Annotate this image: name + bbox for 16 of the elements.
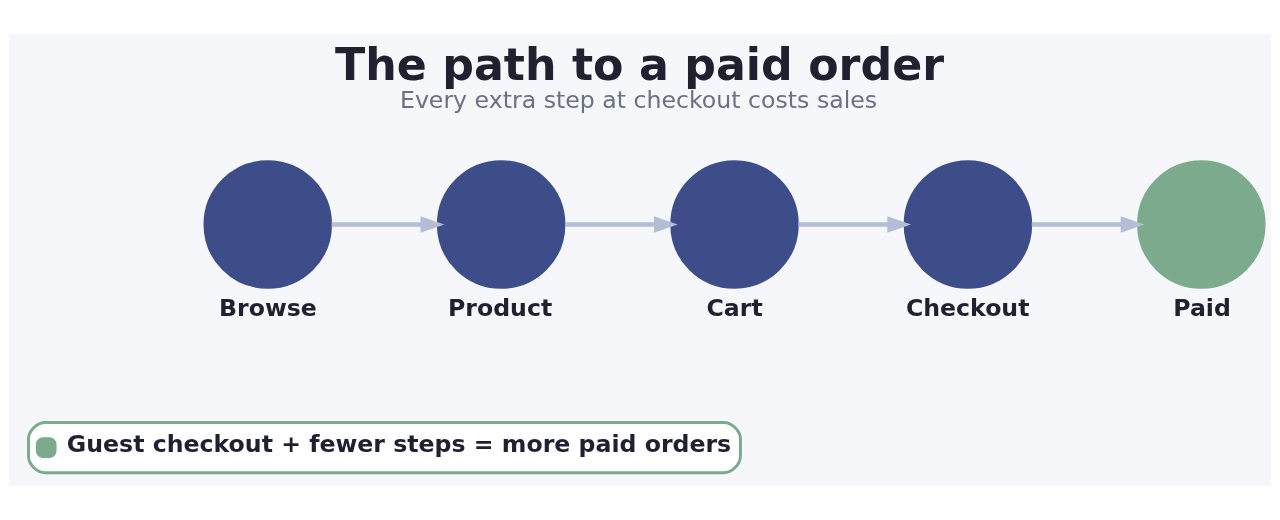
legend-label: Guest checkout + fewer steps = more paid orders — [66, 429, 732, 458]
node-circle — [903, 160, 1033, 289]
arrow — [331, 216, 445, 233]
arrow — [1031, 216, 1145, 233]
node-circle — [203, 160, 332, 289]
node-circle — [670, 160, 799, 289]
node-label: Checkout — [905, 293, 1030, 322]
node-label: Product — [447, 293, 553, 322]
node-label: Cart — [706, 293, 763, 322]
node-circle — [436, 160, 566, 289]
arrow — [798, 216, 912, 233]
node-label: Paid — [1173, 293, 1231, 322]
node-circle — [1137, 160, 1266, 289]
node-label: Browse — [219, 293, 317, 322]
diagram-title: The path to a paid order — [334, 38, 945, 90]
arrow — [564, 216, 678, 233]
